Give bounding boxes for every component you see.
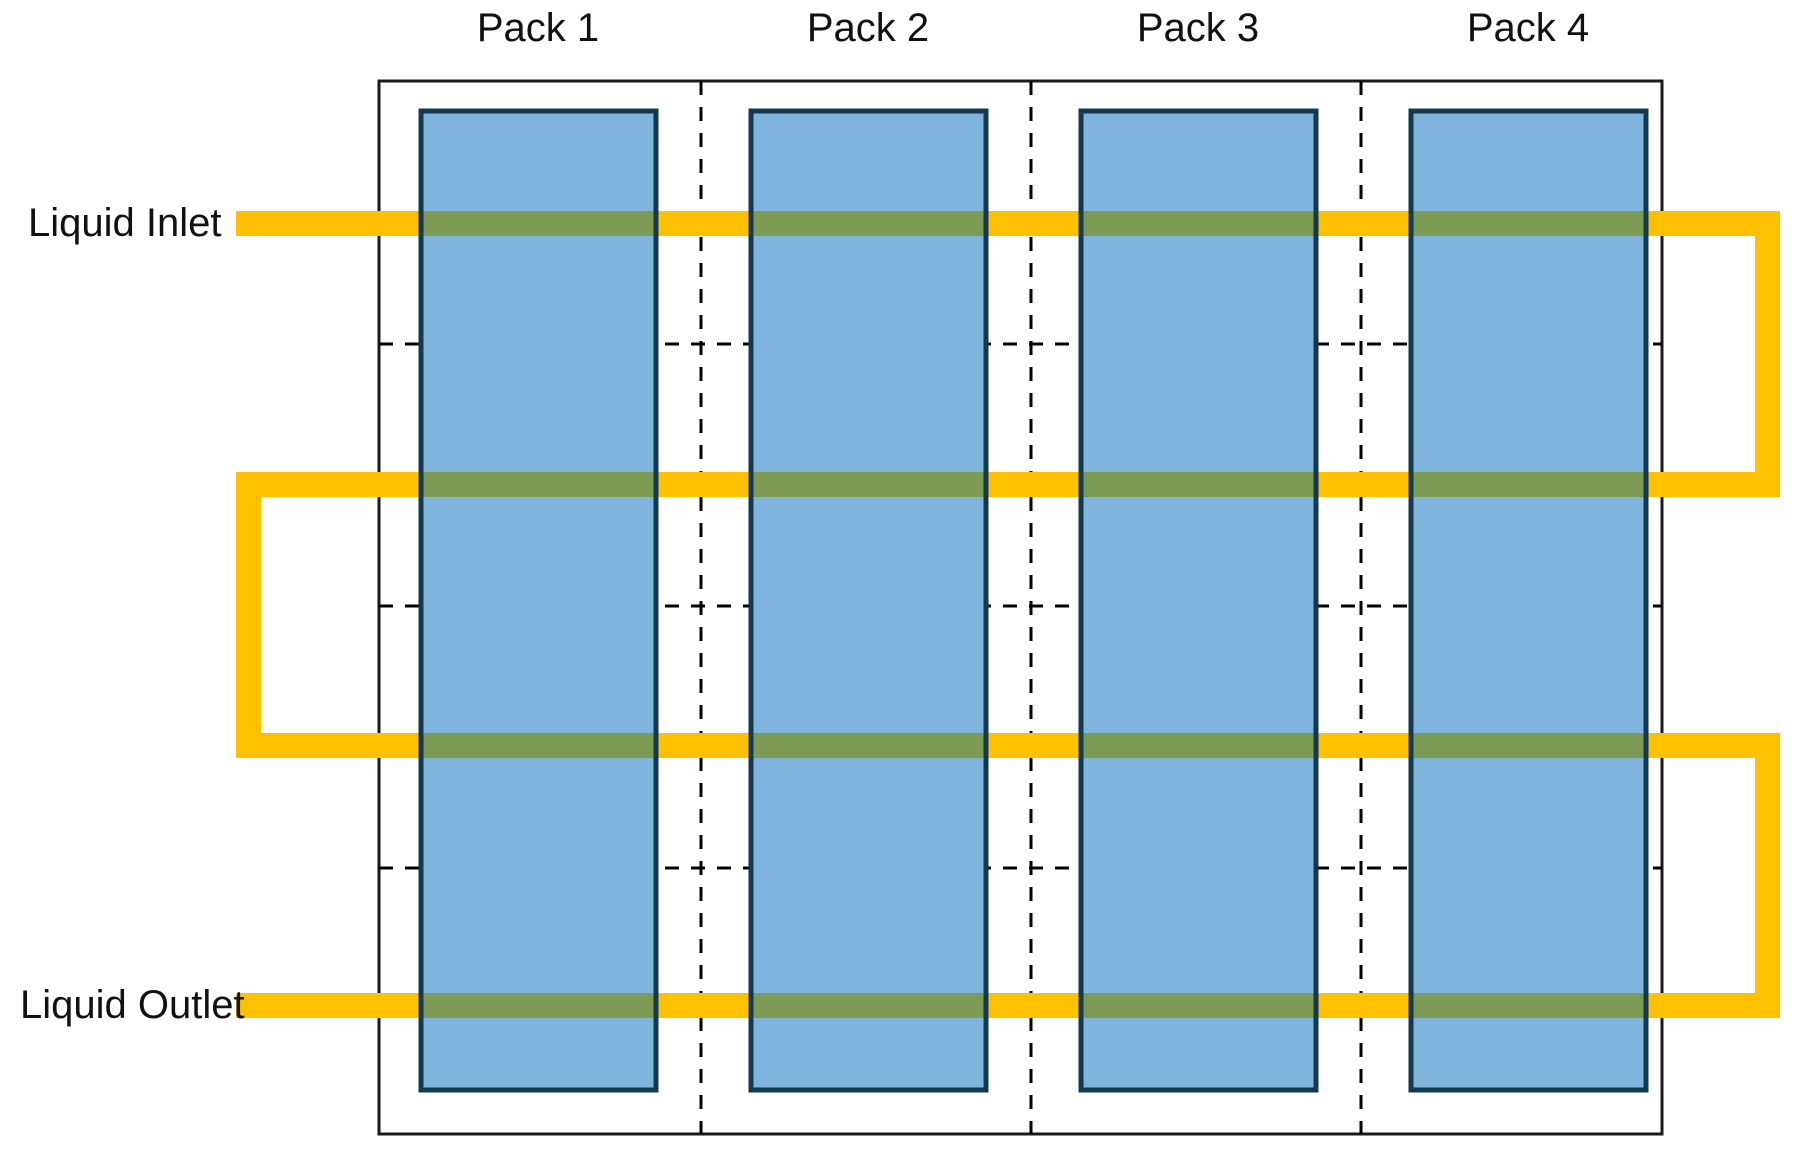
pipe-overlap-pack2-row2 [751,472,986,497]
pack-label-4: Pack 4 [1466,6,1590,50]
pack-label-3: Pack 3 [1136,6,1260,50]
pipe-overlap-pack1-row2 [421,472,656,497]
pipe-overlap-pack3-row2 [1081,472,1316,497]
pipe-pack-overlap-group [421,211,1646,1018]
battery-pack-borders [418,108,1649,1093]
pipe-overlap-pack4-row2 [1411,472,1646,497]
pipe-overlap-pack1-row3 [421,733,656,758]
battery-pack-2-border [748,108,989,1093]
pipe-overlap-pack2-row4 [751,993,986,1018]
pipe-overlap-pack2-row1 [751,211,986,236]
pipe-overlap-pack4-row3 [1411,733,1646,758]
battery-pack-1-border [418,108,659,1093]
battery-pack-3-fill [1081,111,1316,1090]
pack-label-2: Pack 2 [806,6,930,50]
pipe-overlap-pack1-row1 [421,211,656,236]
pipe-riser-right-2 [1755,733,1780,1018]
battery-pack-3-border [1078,108,1319,1093]
pipe-overlap-pack3-row1 [1081,211,1316,236]
battery-pack-4-border [1408,108,1649,1093]
battery-pack-4-fill [1411,111,1646,1090]
battery-packs-group [421,111,1646,1090]
pipe-overlap-pack3-row4 [1081,993,1316,1018]
liquid-inlet-label: Liquid Inlet [28,201,222,245]
liquid-outlet-label: Liquid Outlet [20,983,245,1027]
pack-label-1: Pack 1 [476,6,600,50]
pipe-riser-right-1 [1755,211,1780,497]
pipe-overlap-pack1-row4 [421,993,656,1018]
pipe-overlap-pack4-row4 [1411,993,1646,1018]
pipe-overlap-pack2-row3 [751,733,986,758]
battery-pack-2-fill [751,111,986,1090]
pipe-overlap-pack3-row3 [1081,733,1316,758]
pipe-riser-left-1 [236,472,261,758]
pipe-overlap-pack4-row1 [1411,211,1646,236]
battery-pack-1-fill [421,111,656,1090]
